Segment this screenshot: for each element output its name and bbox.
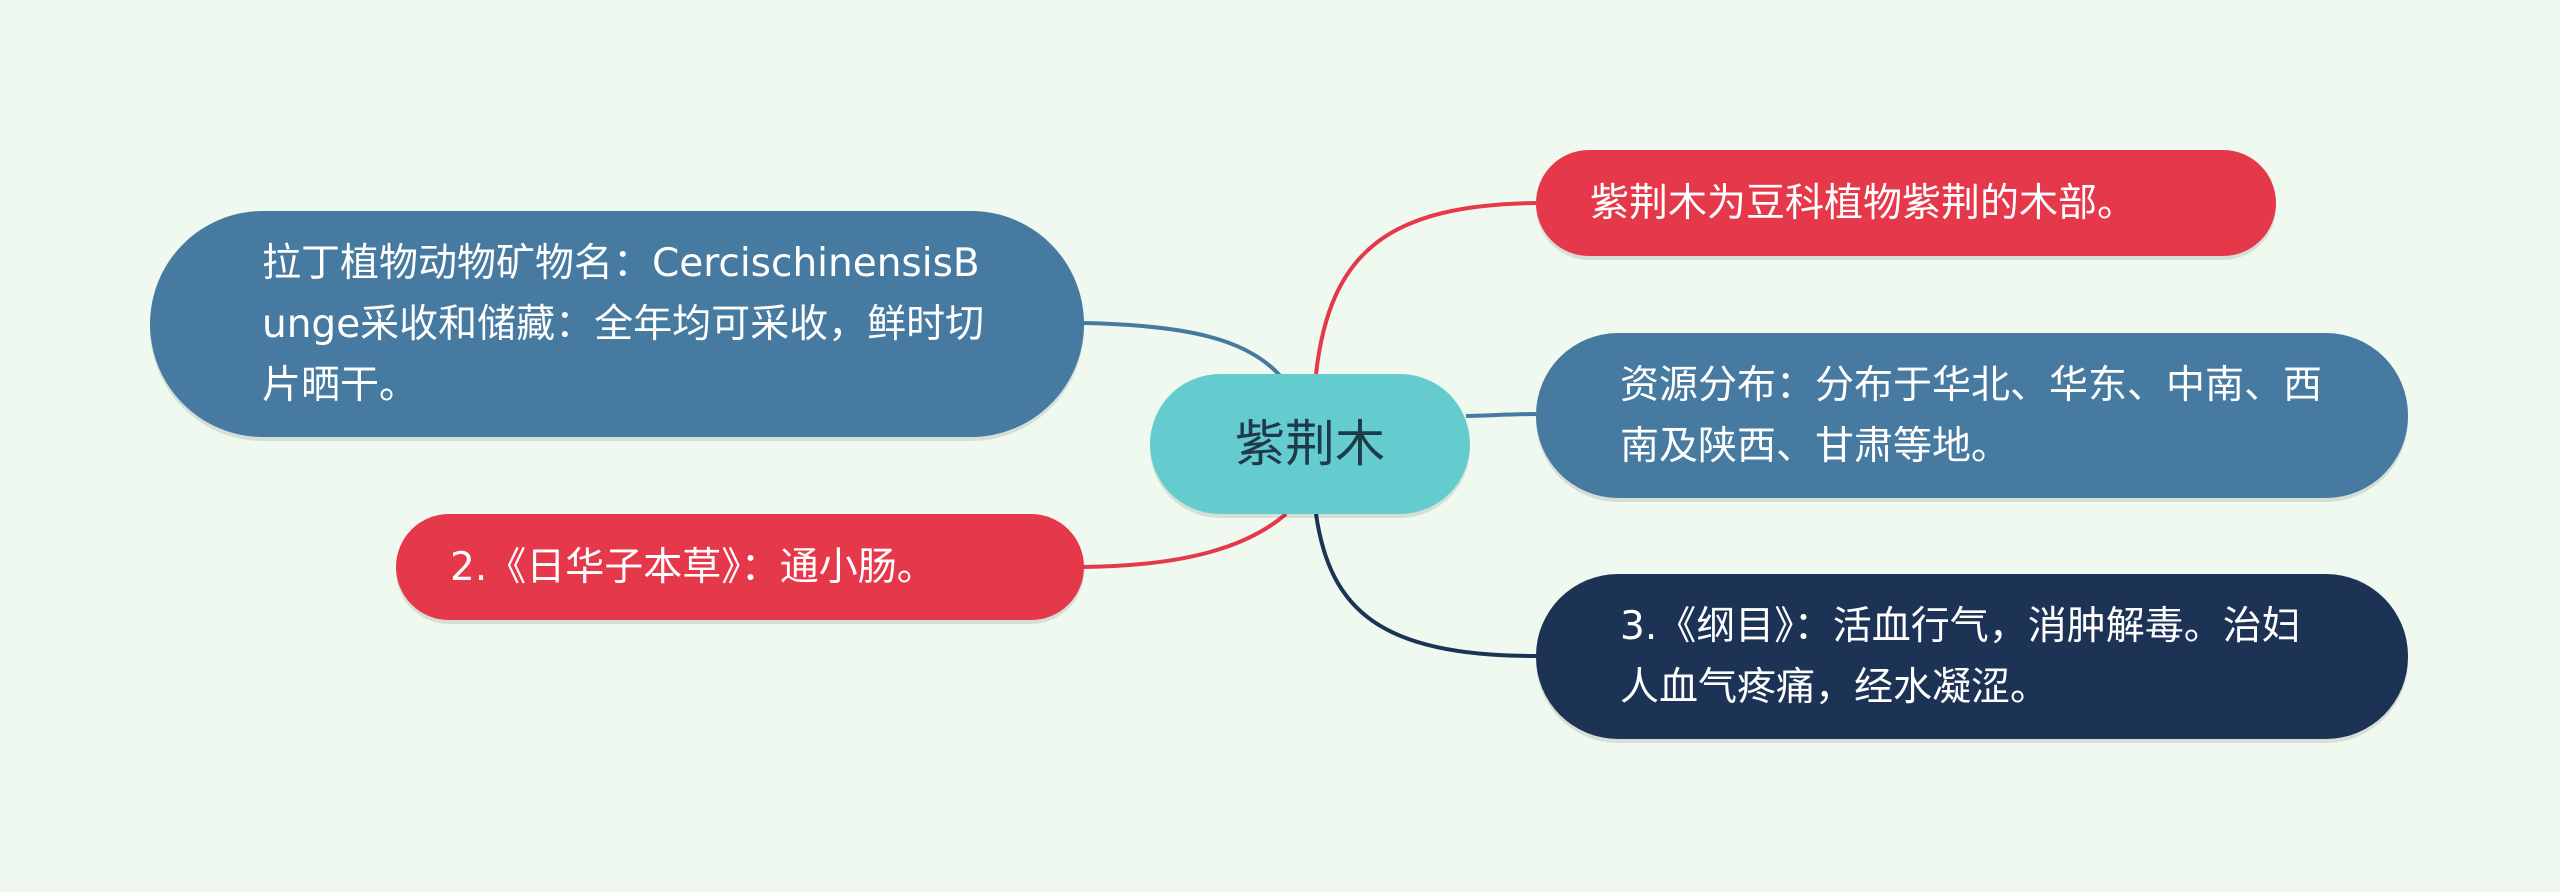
branch-node-text: 拉丁植物动物矿物名：CercischinensisBunge采收和储藏：全年均可… bbox=[262, 240, 985, 408]
connector-top-right bbox=[1314, 201, 1537, 375]
branch-node-distribution[interactable]: 资源分布：分布于华北、华东、中南、西南及陕西、甘肃等地。 bbox=[1536, 333, 2408, 498]
central-topic[interactable]: 紫荆木 bbox=[1150, 374, 1470, 514]
branch-node-definition[interactable]: 紫荆木为豆科植物紫荆的木部。 bbox=[1536, 150, 2276, 256]
connector-bot-left bbox=[1081, 512, 1288, 569]
branch-node-text: 资源分布：分布于华北、华东、中南、西南及陕西、甘肃等地。 bbox=[1620, 362, 2323, 469]
branch-node-text: 3.《纲目》：活血行气，消肿解毒。治妇人血气疼痛，经水凝涩。 bbox=[1620, 603, 2301, 710]
branch-node-text: 紫荆木为豆科植物紫荆的木部。 bbox=[1590, 180, 2137, 226]
connector-bot-right bbox=[1314, 513, 1537, 658]
branch-node-text: 2.《日华子本草》：通小肠。 bbox=[450, 544, 936, 590]
connector-top-left bbox=[1081, 321, 1284, 380]
branch-node-latin-name[interactable]: 拉丁植物动物矿物名：CercischinensisBunge采收和储藏：全年均可… bbox=[150, 211, 1084, 437]
central-topic-label: 紫荆木 bbox=[1235, 414, 1385, 473]
branch-node-gangmu[interactable]: 3.《纲目》：活血行气，消肿解毒。治妇人血气疼痛，经水凝涩。 bbox=[1536, 574, 2408, 739]
connector-mid-right bbox=[1465, 412, 1537, 418]
branch-node-rihuazi[interactable]: 2.《日华子本草》：通小肠。 bbox=[396, 514, 1084, 620]
